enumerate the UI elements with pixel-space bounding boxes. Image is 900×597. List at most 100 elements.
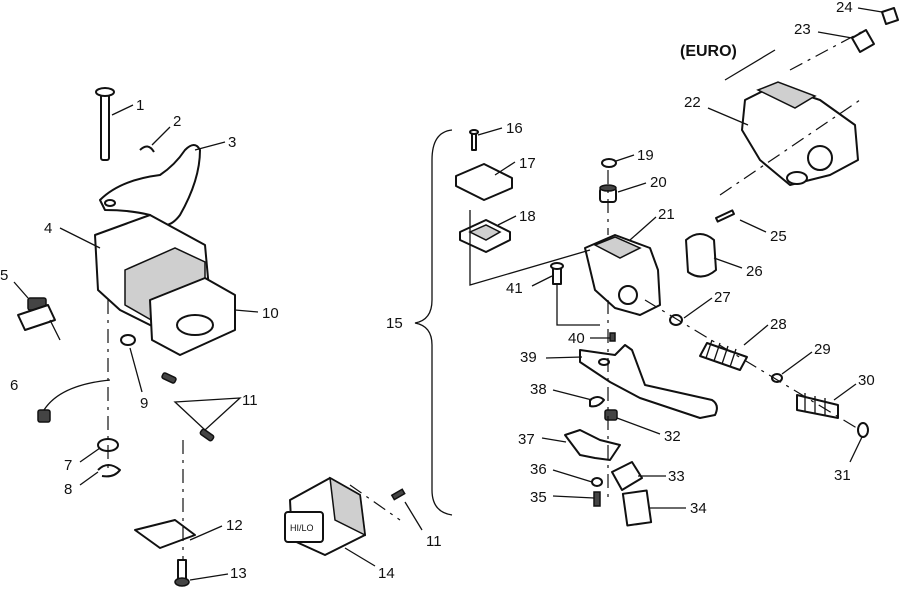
part-31-oring: [857, 422, 869, 438]
part-28-coils: [705, 339, 737, 368]
leader-19: [615, 154, 635, 162]
leader-22: [707, 107, 749, 126]
leader-2: [151, 126, 171, 146]
part-22-mount: [786, 171, 808, 185]
part-33-brake-switch: [611, 461, 643, 491]
callout-15: 15: [386, 315, 403, 332]
switch-label: HI/LO: [290, 523, 314, 533]
leader-11: [173, 397, 242, 431]
part-26-clamp: [685, 233, 717, 278]
part-6-nut: [37, 409, 51, 423]
hi-lo-switch-assembly: HI/LO 14 11: [284, 476, 442, 582]
callout-29: 29: [814, 341, 831, 358]
part-5-screw: [49, 319, 61, 341]
callout-6: 6: [10, 377, 18, 394]
leader-30: [833, 383, 857, 401]
part-3-throttle-lever: [99, 144, 201, 226]
callout-28: 28: [770, 316, 787, 333]
callout-30: 30: [858, 372, 875, 389]
part-21-master-cylinder: [584, 234, 661, 316]
callout-39: 39: [520, 349, 537, 366]
throttle-assembly: 1 2 3 4 5 6 7 8 9 10 11 12 13: [0, 87, 279, 587]
part-1-pin-head: [95, 87, 115, 97]
leader-24: [857, 7, 883, 13]
part-16-screw-head: [469, 129, 479, 135]
part-39-brake-lever: [579, 344, 718, 419]
leader-12: [189, 525, 223, 541]
part-41-bolt-head: [550, 262, 564, 270]
callout-9: 9: [140, 395, 148, 412]
callout-31: 31: [834, 467, 851, 484]
leader-23: [817, 31, 853, 39]
callout-2: 2: [173, 113, 181, 130]
leader-11c: [404, 501, 423, 531]
callout-37: 37: [518, 431, 535, 448]
part-30-piston: [796, 394, 839, 419]
callout-38: 38: [530, 381, 547, 398]
part-30-lands: [804, 393, 826, 415]
part-3-hole: [104, 199, 116, 207]
part-18-diaphragm-inner: [468, 224, 502, 241]
part-11-switch-screw: [390, 488, 406, 501]
leader-28: [743, 324, 769, 346]
leader-17: [494, 161, 516, 176]
callout-5: 5: [0, 267, 8, 284]
part-21-bore: [618, 285, 638, 305]
leader-20: [617, 182, 647, 193]
euro-bracket: [724, 49, 776, 81]
callout-17: 17: [519, 155, 536, 172]
brace-15: [414, 129, 453, 516]
part-25-screw: [714, 209, 736, 223]
leader-4: [59, 227, 101, 249]
leader-1: [111, 104, 134, 116]
callout-14: 14: [378, 565, 395, 582]
part-8-clip: [97, 464, 121, 478]
part-9-screw: [161, 372, 177, 384]
part-32-nut: [604, 409, 618, 421]
part-29-washer: [771, 373, 783, 383]
euro-label: (EURO): [680, 43, 737, 60]
callout-13: 13: [230, 565, 247, 582]
part-5-adjuster-body: [17, 304, 56, 331]
leader-8: [79, 471, 99, 486]
callout-4: 4: [44, 220, 52, 237]
leader-25: [739, 219, 767, 233]
cap-guide: [469, 210, 591, 286]
callout-33: 33: [668, 468, 685, 485]
callout-12: 12: [226, 517, 243, 534]
part-37-bracket: [564, 429, 621, 461]
callout-16: 16: [506, 120, 523, 137]
part-35-screw: [593, 491, 601, 507]
leader-26: [713, 257, 743, 269]
callout-11c: 11: [426, 533, 442, 550]
callout-11a: 11: [242, 392, 258, 409]
part-38-spring: [589, 396, 605, 408]
part-23-fitting: [851, 29, 875, 53]
leader-9: [129, 347, 143, 393]
part-2-clip: [139, 145, 155, 153]
centerline-switch: [349, 484, 401, 521]
callout-8: 8: [64, 481, 72, 498]
callout-26: 26: [746, 263, 763, 280]
part-10-cover-opening: [176, 314, 214, 336]
leader-7: [79, 447, 101, 463]
callout-22: 22: [684, 94, 701, 111]
part-21-reservoir: [593, 236, 642, 259]
callout-21: 21: [658, 206, 675, 223]
leader-3: [194, 141, 226, 151]
leader-6: [43, 379, 111, 411]
brake-assembly: (EURO) 16 17 18 19 20 21 22 23 24 25 26 …: [455, 0, 899, 527]
leader-27: [683, 297, 713, 319]
callout-32: 32: [664, 428, 681, 445]
callout-3: 3: [228, 134, 236, 151]
callout-19: 19: [637, 147, 654, 164]
callout-24: 24: [836, 0, 853, 16]
callout-23: 23: [794, 21, 811, 38]
leader-18: [497, 215, 517, 226]
part-39-pivot: [598, 358, 610, 366]
part-1-pin: [100, 91, 110, 161]
part-12-plate: [134, 519, 196, 549]
leader-37: [541, 437, 567, 443]
leader-14: [344, 547, 376, 567]
part-11-screw: [199, 428, 215, 442]
